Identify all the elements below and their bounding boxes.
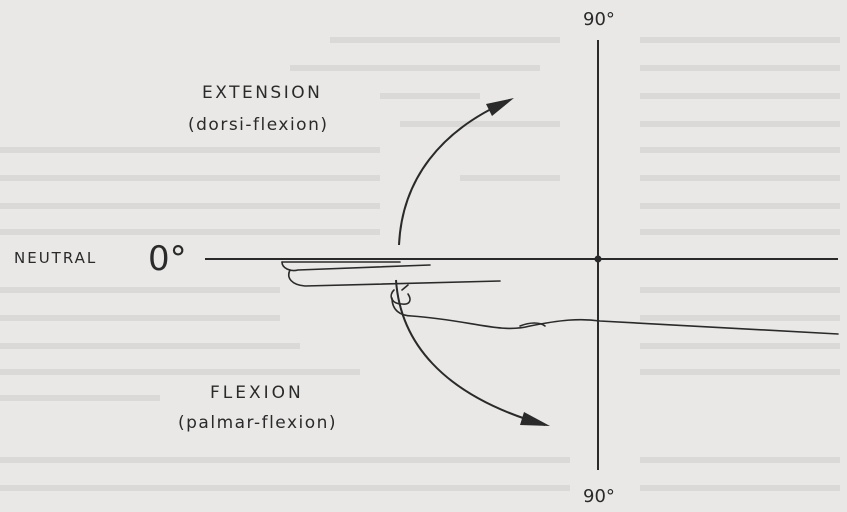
extension-arc-arrow xyxy=(398,99,511,246)
extension-title: EXTENSION xyxy=(202,83,322,103)
axis-origin-dot xyxy=(594,255,602,263)
extension-arrowhead-icon xyxy=(486,98,514,116)
neutral-label: NEUTRAL xyxy=(14,249,97,267)
flexion-arrowhead-icon xyxy=(520,412,550,426)
flexion-title: FLEXION xyxy=(210,383,304,403)
bleed-through-texture xyxy=(0,37,840,491)
neutral-hand-outline xyxy=(281,261,501,287)
flexion-subtitle: (palmar-flexion) xyxy=(178,413,337,433)
bottom-angle-label: 90° xyxy=(583,486,615,507)
flexed-hand-outline xyxy=(390,284,839,335)
extension-subtitle: (dorsi-flexion) xyxy=(188,115,329,135)
neutral-angle-label: 0° xyxy=(148,239,187,279)
flexion-arc-arrow xyxy=(395,279,546,426)
top-angle-label: 90° xyxy=(583,9,615,30)
